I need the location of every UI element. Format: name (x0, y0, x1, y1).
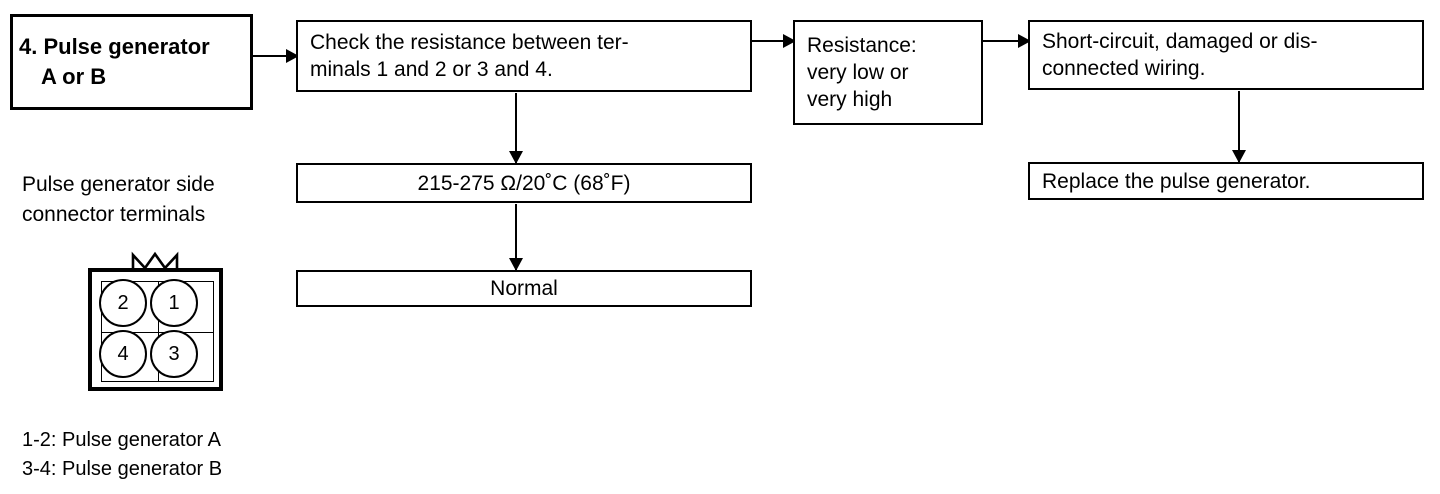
flow-box-normal: Normal (296, 270, 752, 307)
arrow-shaft (982, 40, 1030, 42)
terminal-legend-line1: 1-2: Pulse generator A (22, 429, 222, 451)
connector-grid-horizontal (102, 331, 213, 333)
flow-box-wiring-fault-line2: connected wiring. (1042, 57, 1206, 80)
connector-caption-line1: Pulse generator side (22, 173, 215, 196)
arrow-fault-to-replace (1231, 91, 1247, 163)
connector-terminal-diagram: 2 1 4 3 (88, 251, 223, 391)
flow-box-pulse-generator-line2: A or B (41, 64, 107, 89)
arrow-head (1232, 150, 1246, 163)
terminal-legend: 1-2: Pulse generator A 3-4: Pulse genera… (22, 426, 422, 484)
arrow-check-to-spec (508, 93, 524, 164)
arrow-check-to-resistance (751, 33, 796, 49)
flow-box-wiring-fault: Short-circuit, damaged or dis- connected… (1028, 20, 1424, 90)
arrow-shaft (252, 55, 298, 57)
flow-box-resistance-abnormal-line1: Resistance: (807, 34, 917, 57)
connector-pin-2: 2 (99, 279, 147, 327)
flow-box-resistance-spec-value: 215-275 Ω/20˚C (68˚F) (417, 171, 631, 195)
flow-box-pulse-generator: 4. Pulse generator A or B (10, 14, 253, 110)
flow-box-check-resistance-line1: Check the resistance between ter- (310, 31, 629, 54)
arrow-shaft (1238, 91, 1240, 162)
arrow-resistance-to-fault (982, 33, 1031, 49)
arrow-spec-to-normal (508, 204, 524, 271)
flow-box-wiring-fault-line1: Short-circuit, damaged or dis- (1042, 30, 1318, 53)
connector-outer-shell: 2 1 4 3 (88, 268, 223, 391)
flow-box-resistance-abnormal: Resistance: very low or very high (793, 20, 983, 125)
connector-pin-1: 1 (150, 279, 198, 327)
flow-box-resistance-abnormal-line2: very low or (807, 61, 909, 84)
connector-caption-line2: connector terminals (22, 203, 206, 226)
flow-box-normal-label: Normal (490, 277, 558, 300)
arrow-shaft (515, 204, 517, 270)
arrow-start-to-check (252, 48, 299, 64)
flow-box-check-resistance-line2: minals 1 and 2 or 3 and 4. (310, 58, 553, 81)
flow-box-resistance-abnormal-line3: very high (807, 88, 893, 111)
arrow-head (509, 151, 523, 164)
arrow-head (1018, 34, 1031, 48)
connector-pin-4: 4 (99, 330, 147, 378)
flow-box-replace-generator-label: Replace the pulse generator. (1042, 169, 1311, 193)
terminal-legend-line2: 3-4: Pulse generator B (22, 458, 223, 480)
connector-inner-frame (101, 281, 214, 382)
flow-box-check-resistance: Check the resistance between ter- minals… (296, 20, 752, 92)
flow-box-resistance-spec: 215-275 Ω/20˚C (68˚F) (296, 163, 752, 203)
arrow-head (783, 34, 796, 48)
arrow-head (509, 258, 523, 271)
arrow-shaft (751, 40, 795, 42)
flow-box-pulse-generator-line1: 4. Pulse generator (19, 34, 210, 59)
connector-pin-3: 3 (150, 330, 198, 378)
arrow-shaft (515, 93, 517, 163)
flow-box-replace-generator: Replace the pulse generator. (1028, 162, 1424, 200)
connector-caption: Pulse generator side connector terminals (22, 170, 302, 230)
arrow-head (286, 49, 299, 63)
connector-notch-icon (131, 251, 179, 270)
